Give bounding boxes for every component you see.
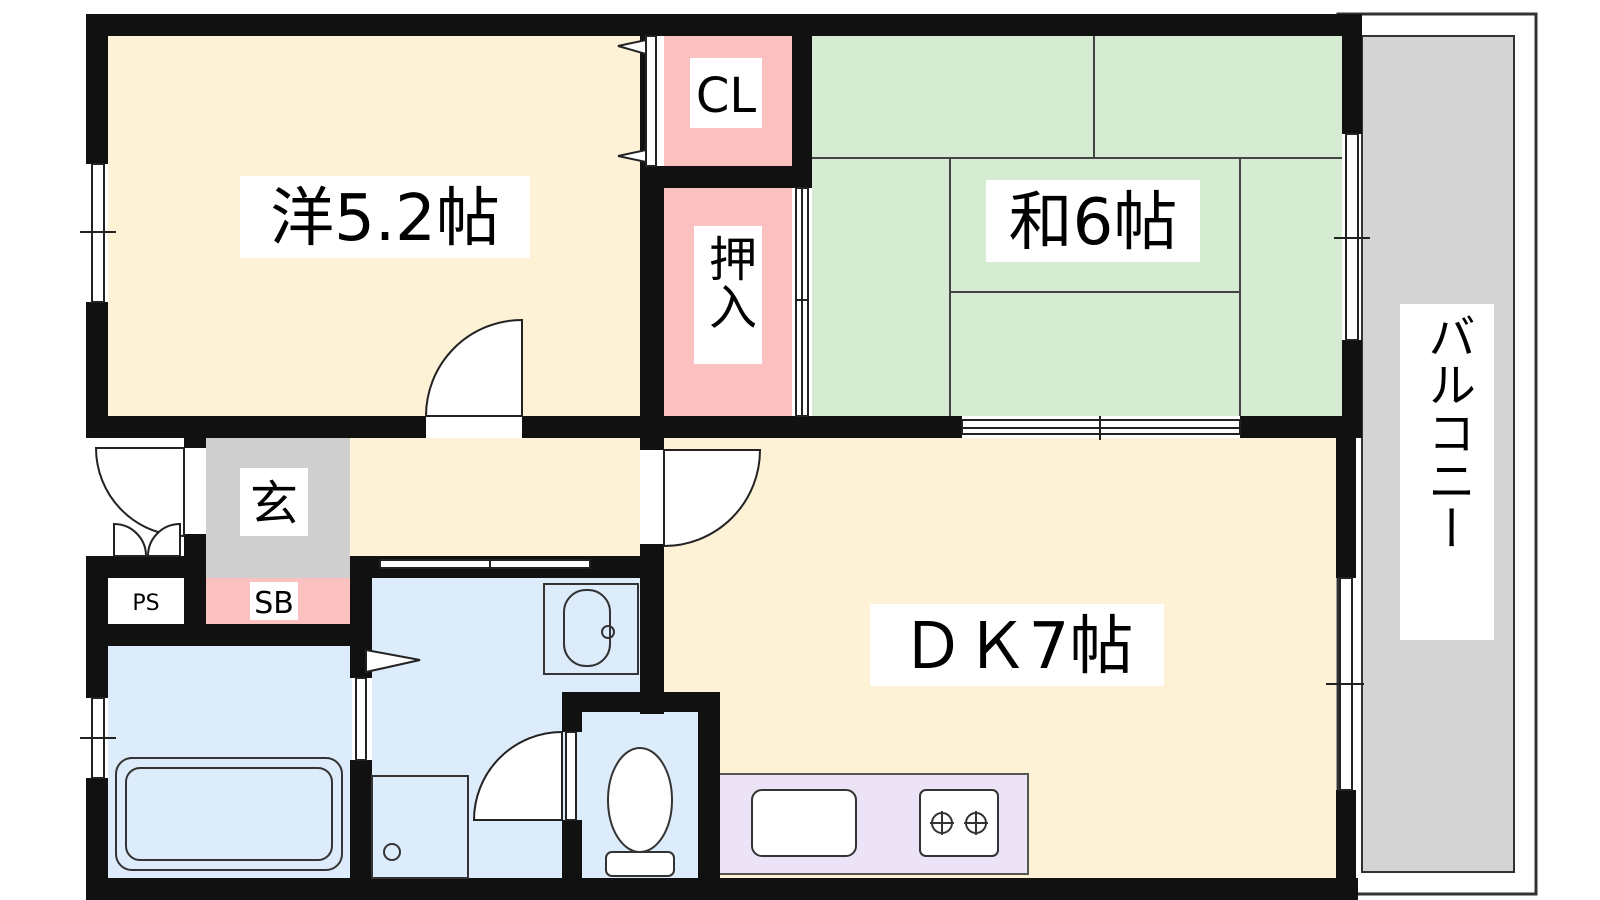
doors — [94, 318, 762, 821]
japanese-room-label: 和6帖 — [1009, 186, 1178, 260]
dk-label: ＤＫ7帖 — [901, 610, 1134, 684]
washer-space — [371, 775, 469, 879]
room-labels: 洋5.2帖 和6帖 ＤＫ7帖 CL 押入 玄 SB PS バルコニー — [132, 58, 1494, 686]
shoebox-label: SB — [254, 586, 294, 621]
closet-label: CL — [696, 68, 757, 124]
wash-basin — [543, 583, 639, 675]
oshiire-label: 押入 — [700, 234, 756, 330]
closet-fold-door — [617, 38, 647, 164]
western-room-label: 洋5.2帖 — [270, 182, 500, 256]
hallway-floor — [350, 438, 640, 556]
balcony-label: バルコニー — [1419, 312, 1475, 552]
bathtub — [115, 757, 343, 871]
balcony — [1336, 12, 1538, 896]
kitchen-sink — [751, 789, 857, 857]
walls — [86, 14, 1362, 900]
tatami-lines — [812, 36, 1342, 416]
fixtures — [115, 583, 999, 879]
pipe-space-label: PS — [132, 591, 159, 616]
windows — [80, 35, 1370, 791]
pipe-space-floor — [108, 578, 184, 624]
gas-stove — [919, 789, 999, 857]
genkan-label: 玄 — [250, 476, 298, 532]
toilet-bowl — [605, 747, 675, 877]
